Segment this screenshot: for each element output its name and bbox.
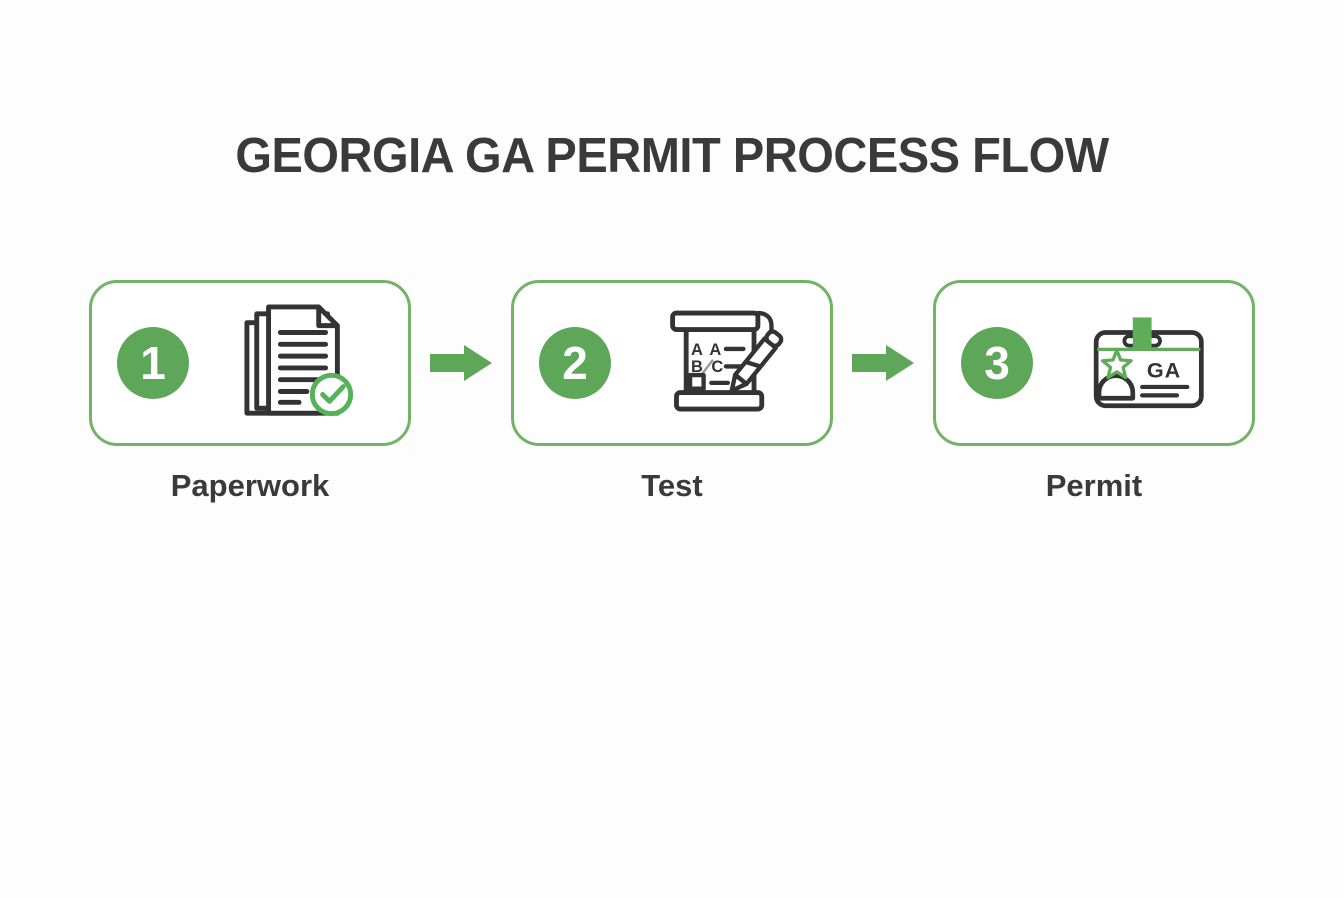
step-card-test: 2 A A B C: [511, 279, 833, 446]
process-flow: 1: [0, 279, 1344, 504]
paperwork-documents-check-icon: [207, 303, 394, 423]
step-label: Permit: [1045, 467, 1143, 503]
step-number-badge: 2: [539, 326, 611, 399]
step-number-badge: 1: [117, 326, 189, 399]
badge-state-text: GA: [1146, 357, 1180, 382]
answer-letter-c: C: [711, 358, 723, 376]
page-title: GEORGIA GA PERMIT PROCESS FLOW: [235, 129, 1109, 183]
answer-letter-b: B: [691, 358, 703, 376]
arrow-right-icon: [852, 344, 914, 386]
step-paperwork: 1: [89, 279, 411, 504]
step-card-paperwork: 1: [89, 279, 411, 446]
step-test: 2 A A B C: [511, 279, 833, 504]
step-label: Paperwork: [170, 467, 330, 503]
arrow-right-icon: [430, 344, 492, 386]
answer-letter-a1: A: [691, 341, 703, 359]
test-sheet-pencil-icon: A A B C: [629, 307, 816, 419]
permit-id-badge-icon: GA: [1051, 309, 1238, 417]
step-label: Test: [641, 467, 703, 503]
step-number-badge: 3: [961, 326, 1033, 399]
answer-letter-a2: A: [709, 341, 721, 359]
step-card-permit: 3 GA: [933, 279, 1255, 446]
step-permit: 3 GA Permit: [933, 279, 1255, 504]
